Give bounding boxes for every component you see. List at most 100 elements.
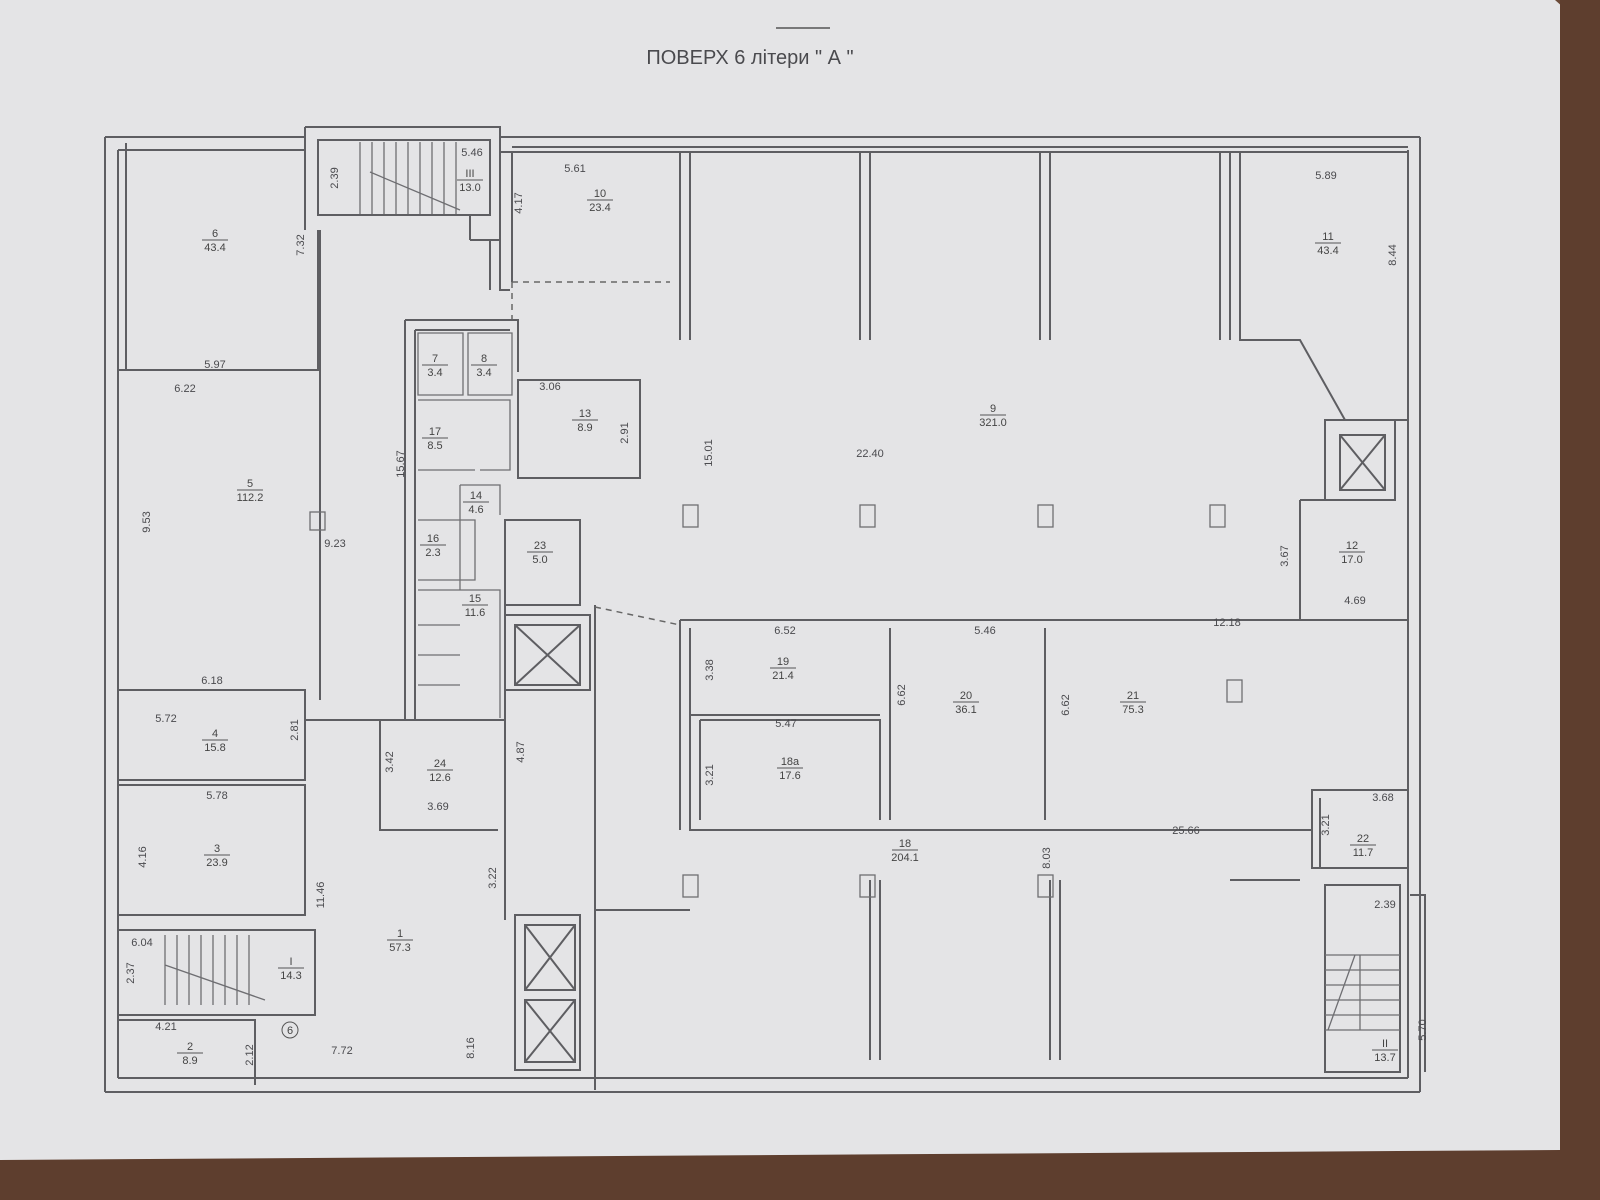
room-number: 4 — [212, 728, 218, 740]
room-10: 144.6 — [463, 490, 489, 516]
dimension-label: 3.42 — [384, 751, 396, 772]
room-5: 83.4 — [471, 353, 497, 379]
dimension-label: 5.46 — [461, 147, 482, 159]
room-area: 43.4 — [1317, 245, 1338, 257]
room-number: 5 — [247, 478, 253, 490]
room-number: 15 — [469, 593, 481, 605]
walls — [104, 126, 1426, 1093]
dimension-label: 8.44 — [1387, 244, 1399, 265]
room-area: 13.0 — [459, 182, 480, 194]
room-area: 17.0 — [1341, 554, 1362, 566]
dimension-label: 3.38 — [704, 659, 716, 680]
room-0: 643.4 — [202, 228, 228, 254]
room-area: 8.9 — [577, 422, 592, 434]
room-number: 9 — [990, 403, 996, 415]
room-16: 20 36.1 — [953, 690, 979, 716]
dimension-label: 6.04 — [131, 937, 152, 949]
room-number: II — [1382, 1038, 1388, 1050]
section-marker — [281, 1021, 299, 1039]
dimension-label: 5.46 — [974, 625, 995, 637]
room-number: 19 — [777, 656, 789, 668]
room-11: 162.3 — [420, 533, 446, 559]
room-15: 19 21.4 — [770, 656, 796, 682]
dimension-label: 2.81 — [289, 719, 301, 740]
dimension-label: 5.70 — [1417, 1019, 1429, 1040]
dimension-label: 5.97 — [204, 359, 225, 371]
room-number: 16 — [427, 533, 439, 545]
dimension-label: 3.21 — [704, 764, 716, 785]
dimension-label: 3.21 — [1320, 814, 1332, 835]
room-number: 2 — [187, 1041, 193, 1053]
room-number: 20 — [960, 690, 972, 702]
room-26: 28.9 — [177, 1041, 203, 1067]
dimension-label: 5.78 — [206, 790, 227, 802]
room-number: 18a — [781, 756, 800, 768]
room-number: 6 — [212, 228, 218, 240]
room-12: 235.0 — [527, 540, 553, 566]
room-area: 13.7 — [1374, 1052, 1395, 1064]
room-27: II 13.7 — [1372, 1038, 1398, 1064]
dimension-label: 6.18 — [201, 675, 222, 687]
dimension-label: 2.39 — [329, 167, 341, 188]
room-area: 17.6 — [779, 770, 800, 782]
room-area: 11.6 — [465, 607, 486, 619]
dimension-label: 6.22 — [174, 383, 195, 395]
room-number: 7 — [432, 353, 438, 365]
room-number: 18 — [899, 838, 911, 850]
dimension-label: 6.62 — [896, 684, 908, 705]
room-area: 4.6 — [468, 504, 483, 516]
plan-title: ПОВЕРХ 6 літери " А " — [646, 47, 853, 69]
dimension-label: 2.91 — [619, 422, 631, 443]
room-number: 22 — [1357, 833, 1369, 845]
dimension-label: 6.52 — [774, 625, 795, 637]
dimension-label: 5.47 — [775, 718, 796, 730]
room-6: 138.9 — [572, 408, 598, 434]
room-24: 157.3 — [387, 928, 413, 954]
dimension-label: 8.16 — [465, 1037, 477, 1058]
dimension-label: 12.18 — [1213, 617, 1241, 629]
room-area: 21.4 — [772, 670, 793, 682]
room-number: 12 — [1346, 540, 1358, 552]
room-number: 21 — [1127, 690, 1139, 702]
room-area: 8.9 — [182, 1055, 197, 1067]
room-number: 17 — [429, 426, 441, 438]
room-20: 18a 17.6 — [777, 756, 803, 782]
dimension-label: 2.12 — [244, 1044, 256, 1065]
room-area: 204.1 — [891, 852, 919, 864]
dimension-label: 9.23 — [324, 538, 345, 550]
dimension-label: 4.87 — [515, 741, 527, 762]
room-14: 15 11.6 — [462, 593, 488, 619]
dimension-label: 3.68 — [1372, 792, 1393, 804]
room-area: 112.2 — [237, 492, 264, 504]
room-area: 11.7 — [1353, 847, 1374, 859]
room-area: 23.4 — [589, 202, 610, 214]
room-18: 415.8 — [202, 728, 228, 754]
room-21: 22 11.7 — [1350, 833, 1376, 859]
room-area: 36.1 — [955, 704, 976, 716]
room-23: 18 204.1 — [891, 838, 919, 864]
section-marker-label: 6 — [287, 1025, 293, 1037]
room-13: 12 17.0 — [1339, 540, 1365, 566]
dimension-label: 4.16 — [137, 846, 149, 867]
dimension-label: 9.53 — [141, 511, 153, 532]
room-number: 11 — [1322, 231, 1333, 243]
room-3: 11 43.4 — [1315, 231, 1341, 257]
room-area: 2.3 — [425, 547, 440, 559]
dimension-label: 3.22 — [487, 867, 499, 888]
room-number: 8 — [481, 353, 487, 365]
room-area: 3.4 — [476, 367, 491, 379]
dimension-label: 2.39 — [1374, 899, 1395, 911]
dimension-label: 7.72 — [331, 1045, 352, 1057]
dimension-label: 22.40 — [856, 448, 884, 460]
room-25: I14.3 — [278, 956, 304, 982]
dimension-label: 3.06 — [539, 381, 560, 393]
room-8: 178.5 — [422, 426, 448, 452]
dimension-label: 15.67 — [395, 450, 407, 478]
